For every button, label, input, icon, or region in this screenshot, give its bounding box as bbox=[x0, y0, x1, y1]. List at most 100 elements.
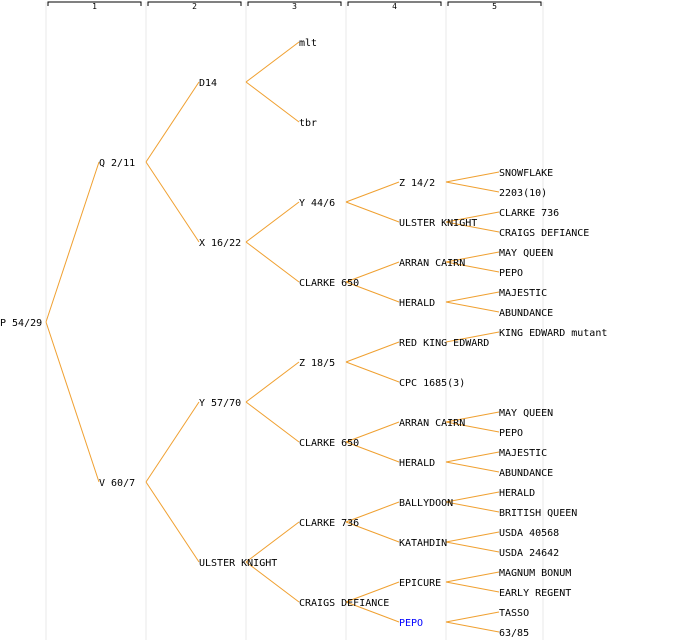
generation-label: 4 bbox=[392, 2, 397, 11]
generation-label: 1 bbox=[92, 2, 97, 11]
ancestor-node: BRITISH QUEEN bbox=[499, 508, 577, 519]
generation-bracket bbox=[447, 1, 542, 6]
pedigree-link bbox=[445, 221, 500, 233]
pedigree-link bbox=[345, 521, 400, 543]
pedigree-link bbox=[145, 401, 200, 483]
pedigree-link bbox=[245, 521, 300, 563]
generation-label: 5 bbox=[492, 2, 497, 11]
ancestor-node: mlt bbox=[299, 38, 317, 49]
ancestor-node: HERALD bbox=[499, 488, 535, 499]
proband-node: P 54/29 bbox=[0, 318, 42, 329]
ancestor-node: Y 44/6 bbox=[299, 198, 335, 209]
ancestor-node: SNOWFLAKE bbox=[499, 168, 553, 179]
ancestor-node: X 16/22 bbox=[199, 238, 241, 249]
pedigree-link bbox=[445, 571, 500, 583]
ancestor-node: D14 bbox=[199, 78, 217, 89]
pedigree-link bbox=[345, 421, 400, 443]
ancestor-node: PEPO bbox=[399, 618, 423, 629]
ancestor-node: MAY QUEEN bbox=[499, 248, 553, 259]
ancestor-node: ABUNDANCE bbox=[499, 308, 553, 319]
pedigree-nodes: P 54/29 Q 2/11 D14 mlt tbr X 16/22 Y 44/6 Z 14/… bbox=[0, 38, 607, 639]
ancestor-node: KING EDWARD mutant bbox=[499, 328, 607, 339]
ancestor-node: ARRAN CAIRN bbox=[399, 418, 465, 429]
pedigree-link bbox=[445, 611, 500, 623]
pedigree-link bbox=[345, 501, 400, 523]
ancestor-node: PEPO bbox=[499, 428, 523, 439]
ancestor-node: CLARKE 650 bbox=[299, 438, 359, 449]
ancestor-node: CRAIGS DEFIANCE bbox=[499, 228, 589, 239]
pedigree-link bbox=[145, 161, 200, 243]
pedigree-link bbox=[445, 531, 500, 543]
ancestor-node: CPC 1685(3) bbox=[399, 378, 465, 389]
ancestor-node: MAJESTIC bbox=[499, 288, 547, 299]
ancestor-node: ULSTER KNIGHT bbox=[199, 558, 277, 569]
pedigree-link bbox=[345, 261, 400, 283]
pedigree-link bbox=[445, 451, 500, 463]
generation-bracket bbox=[247, 1, 342, 6]
ancestor-node: tbr bbox=[299, 118, 317, 129]
generation-bracket bbox=[347, 1, 442, 6]
ancestor-node: TASSO bbox=[499, 608, 529, 619]
pedigree-link bbox=[445, 301, 500, 313]
ancestor-node: ARRAN CAIRN bbox=[399, 258, 465, 269]
pedigree-link bbox=[345, 281, 400, 303]
pedigree-links bbox=[45, 41, 500, 633]
generation-bracket bbox=[47, 1, 142, 6]
ancestor-node: Q 2/11 bbox=[99, 158, 135, 169]
pedigree-link bbox=[445, 491, 500, 503]
ancestor-node: CRAIGS DEFIANCE bbox=[299, 598, 389, 609]
ancestor-node: RED KING EDWARD bbox=[399, 338, 489, 349]
generation-bracket bbox=[147, 1, 242, 6]
ancestor-node: Y 57/70 bbox=[199, 398, 241, 409]
pedigree-link bbox=[345, 181, 400, 203]
pedigree-link bbox=[245, 361, 300, 403]
ancestor-node: CLARKE 650 bbox=[299, 278, 359, 289]
pedigree-link bbox=[345, 341, 400, 363]
pedigree-link bbox=[445, 421, 500, 433]
pedigree-link bbox=[45, 321, 100, 483]
pedigree-link bbox=[145, 481, 200, 563]
pedigree-link bbox=[345, 441, 400, 463]
ancestor-node: Z 14/2 bbox=[399, 178, 435, 189]
ancestor-node: PEPO bbox=[499, 268, 523, 279]
ancestor-node: ULSTER KNIGHT bbox=[399, 218, 477, 229]
pedigree-link bbox=[245, 41, 300, 83]
pedigree-link bbox=[445, 331, 500, 343]
ancestor-node: V 60/7 bbox=[99, 478, 135, 489]
pedigree-link bbox=[345, 581, 400, 603]
pedigree-link bbox=[245, 561, 300, 603]
pedigree-link bbox=[445, 581, 500, 593]
ancestor-node: ABUNDANCE bbox=[499, 468, 553, 479]
pedigree-link bbox=[445, 621, 500, 633]
pedigree-link bbox=[445, 211, 500, 223]
ancestor-node: HERALD bbox=[399, 458, 435, 469]
ancestor-node: 63/85 bbox=[499, 628, 529, 639]
pedigree-link bbox=[445, 181, 500, 193]
pedigree-link bbox=[345, 601, 400, 623]
ancestor-node: BALLYDOON bbox=[399, 498, 453, 509]
pedigree-link bbox=[45, 161, 100, 323]
pedigree-link bbox=[445, 411, 500, 423]
pedigree-link bbox=[245, 241, 300, 283]
pedigree-link bbox=[245, 401, 300, 443]
pedigree-link bbox=[445, 541, 500, 553]
pedigree-link bbox=[245, 201, 300, 243]
pedigree-link bbox=[445, 171, 500, 183]
ancestor-node: KATAHDIN bbox=[399, 538, 447, 549]
ancestor-node: Z 18/5 bbox=[299, 358, 335, 369]
pedigree-link bbox=[445, 251, 500, 263]
pedigree-link bbox=[445, 461, 500, 473]
ancestor-node: USDA 40568 bbox=[499, 528, 559, 539]
ancestor-node: EPICURE bbox=[399, 578, 441, 589]
pedigree-link bbox=[445, 291, 500, 303]
ancestor-node: MAY QUEEN bbox=[499, 408, 553, 419]
ancestor-node: USDA 24642 bbox=[499, 548, 559, 559]
ancestor-node: MAGNUM BONUM bbox=[499, 568, 571, 579]
ancestor-node: EARLY REGENT bbox=[499, 588, 571, 599]
generation-label: 3 bbox=[292, 2, 297, 11]
ancestor-node: CLARKE 736 bbox=[499, 208, 559, 219]
ancestor-node: MAJESTIC bbox=[499, 448, 547, 459]
pedigree-link bbox=[445, 261, 500, 273]
